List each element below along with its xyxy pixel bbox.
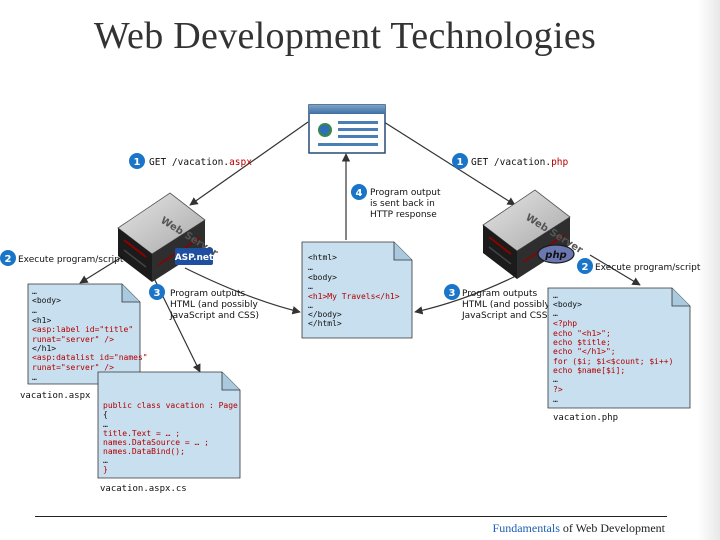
step-1-badge-left: 1	[129, 153, 145, 169]
right-web-server-icon: Web Server	[482, 189, 585, 279]
php-logo-text: php	[544, 250, 566, 261]
left-output-label: Program outputs HTML (and possibly JavaS…	[169, 289, 261, 321]
php-logo: php	[537, 244, 575, 264]
exec-arrow-left	[79, 254, 126, 284]
svg-text:2: 2	[5, 254, 12, 265]
svg-text:3: 3	[449, 288, 456, 299]
html-output-code: <html> … <body> … <h1>My Travels</h1> … …	[308, 253, 404, 328]
right-output-label: Program outputs HTML (and possibly JavaS…	[461, 289, 553, 321]
vacation-php-document: … <body> … <?php echo "<h1>"; echo $titl…	[547, 287, 691, 409]
vacation-aspx-cs-document: public class vacation : Page { … title.T…	[97, 371, 243, 479]
right-get-request: GET /vacation.php	[471, 157, 569, 168]
step-3-badge-right: 3	[444, 284, 460, 300]
aspnet-logo: ASP.net	[175, 248, 214, 265]
step-3-badge-left: 3	[149, 284, 165, 300]
right-exec-label: Execute program/script	[595, 263, 701, 273]
svg-text:2: 2	[582, 262, 589, 273]
aspx-cs-caption: vacation.aspx.cs	[100, 484, 187, 494]
request-arrow-right	[383, 121, 516, 206]
left-get-request: GET /vacation.aspx	[149, 157, 252, 168]
response-label: Program output is sent back in HTTP resp…	[370, 188, 443, 220]
aspx-cs-code: public class vacation : Page { … title.T…	[103, 401, 243, 474]
browser-window-icon	[308, 104, 386, 154]
svg-text:1: 1	[457, 157, 464, 168]
svg-text:3: 3	[154, 288, 161, 299]
aspx-code: … <body> … <h1> <asp:label id="title" ru…	[32, 287, 152, 382]
php-code: … <body> … <?php echo "<h1>"; echo $titl…	[553, 291, 678, 404]
footer-rest: of Web Development	[559, 521, 665, 535]
step-4-badge: 4	[351, 184, 367, 200]
footer-divider	[35, 516, 667, 517]
left-exec-label: Execute program/script	[18, 255, 124, 265]
html-output-document: <html> … <body> … <h1>My Travels</h1> … …	[301, 241, 413, 339]
output-arrow-left	[184, 267, 301, 315]
step-2-badge-right: 2	[577, 258, 593, 274]
slide-edge-shadow	[698, 0, 720, 540]
request-arrow-left	[189, 121, 309, 206]
php-caption: vacation.php	[553, 413, 618, 423]
svg-text:4: 4	[356, 188, 363, 199]
vacation-aspx-document: … <body> … <h1> <asp:label id="title" ru…	[27, 283, 152, 385]
slide-title: Web Development Technologies	[93, 15, 597, 57]
exec-arrow-right	[589, 254, 641, 286]
left-web-server-icon: Web Server	[117, 192, 220, 282]
slide-footer: Fundamentals of Web Development	[493, 521, 665, 536]
step-2-badge-left: 2	[0, 250, 16, 266]
aspnet-logo-text: ASP.net	[175, 253, 214, 263]
step-1-badge-right: 1	[452, 153, 468, 169]
footer-accent: Fundamentals	[492, 521, 560, 535]
aspx-caption: vacation.aspx	[20, 391, 91, 401]
svg-text:1: 1	[134, 157, 141, 168]
